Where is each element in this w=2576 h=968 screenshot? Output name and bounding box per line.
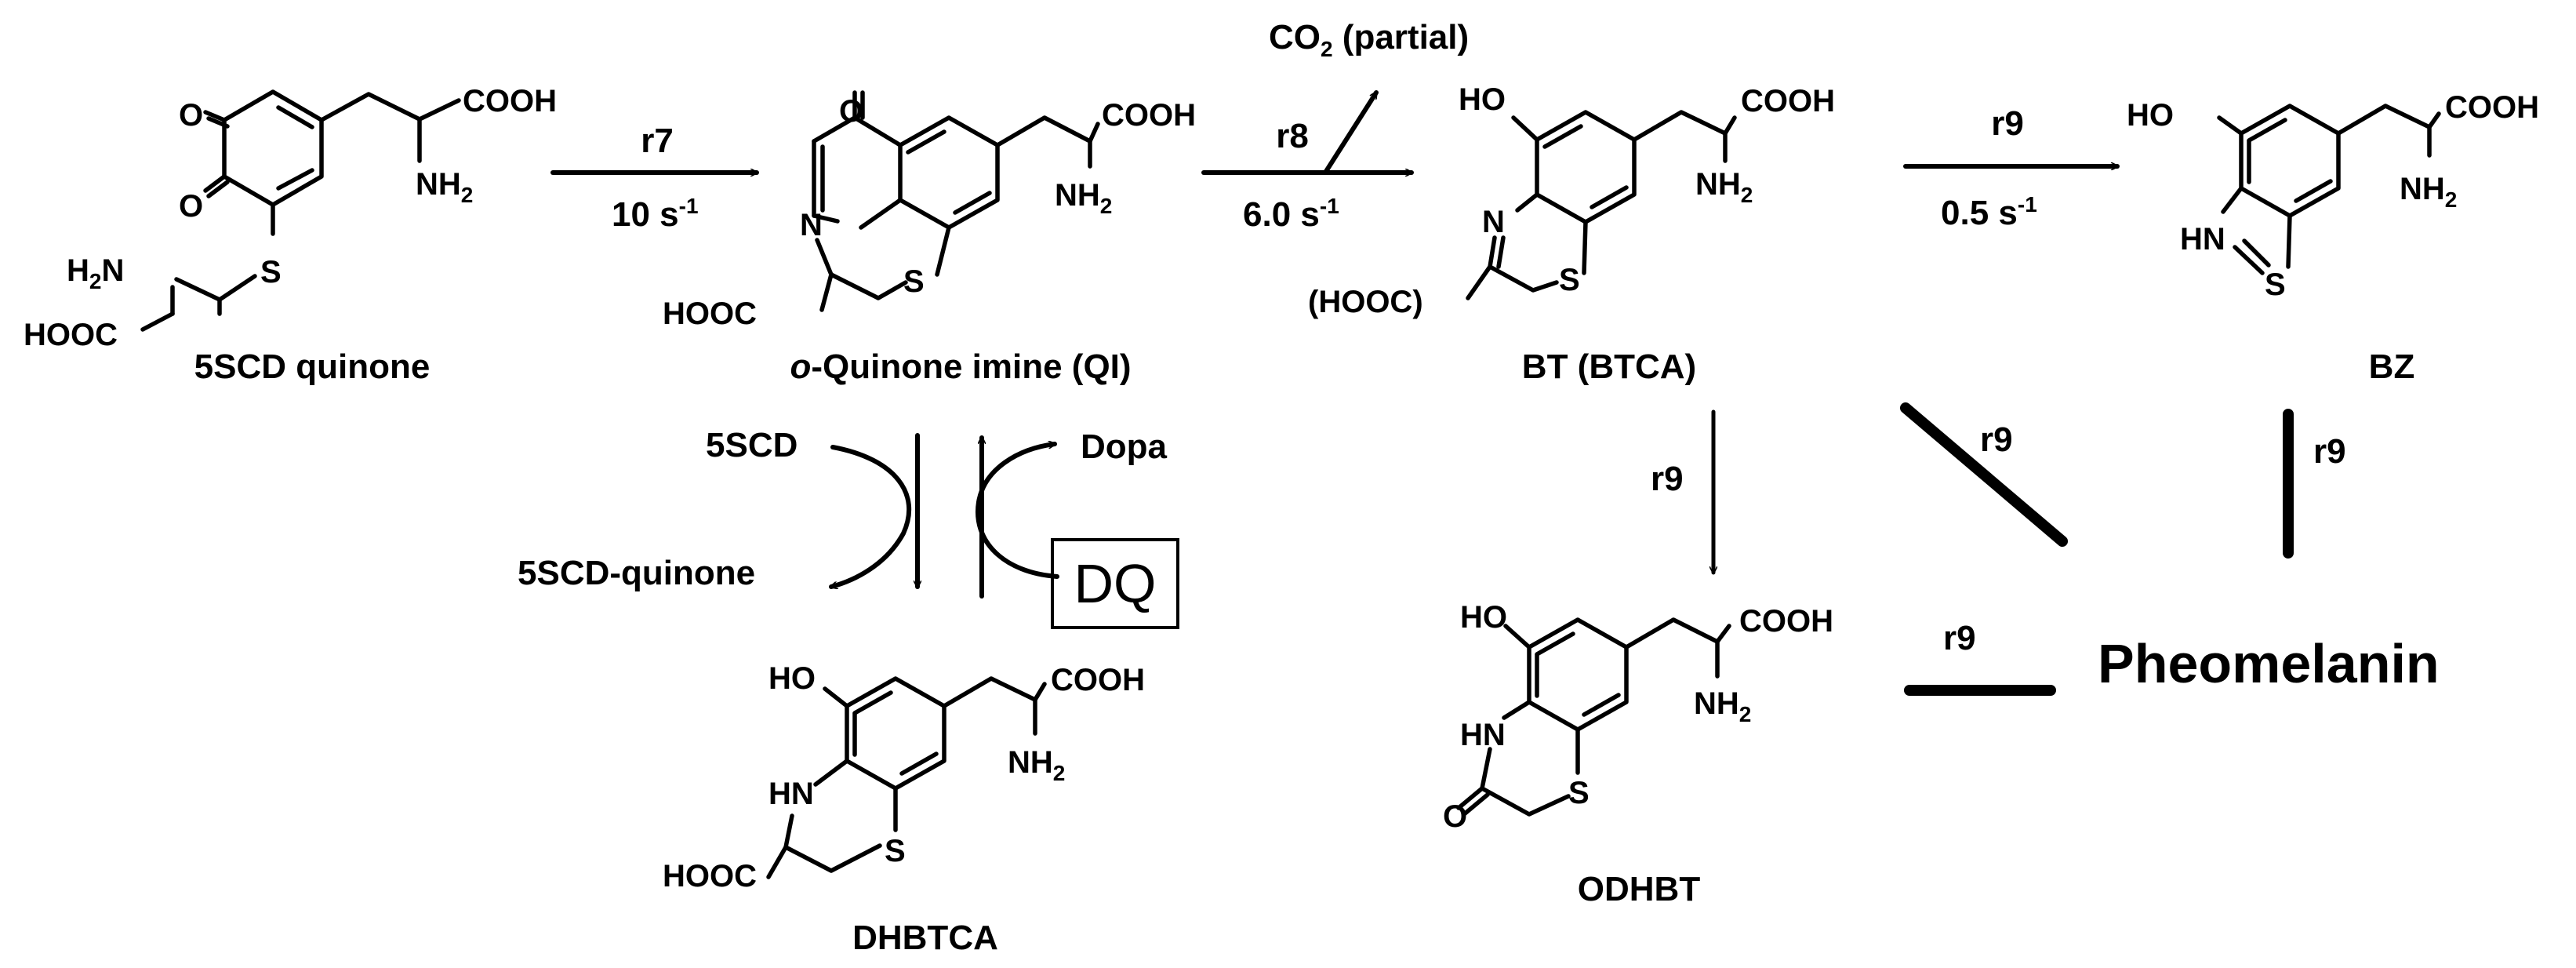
cooh-label: COOH (1051, 663, 1145, 697)
hydroxyl-label: HO (1459, 82, 1506, 117)
structure-bz: HO HN S COOH NH2 (2127, 90, 2539, 302)
arrow-bt-to-pheomelanin (1900, 402, 2068, 547)
cooh-label: COOH (1741, 84, 1835, 118)
label-bz: BZ (2369, 348, 2415, 386)
r9-label-bz-pheo: r9 (2313, 432, 2346, 471)
hooc-label: HOOC (663, 859, 757, 893)
hooc-label: HOOC (663, 297, 757, 331)
label-quinone-imine: o-Quinone imine (QI) (790, 348, 1131, 386)
r7-rate: 10 s-1 (612, 194, 699, 234)
oxygen-label: O (179, 189, 203, 224)
r8-rate: 6.0 s-1 (1243, 194, 1339, 234)
h2n-label: H2N (67, 253, 124, 293)
cooh-label: COOH (463, 84, 557, 118)
nitrogen-label: N (800, 208, 823, 242)
label-5scd-quinone: 5SCD quinone (194, 348, 431, 386)
arrow-dq-reduction (976, 444, 1059, 579)
hydroxyl-label: HO (768, 661, 816, 696)
label-dhbtca: DHBTCA (852, 919, 998, 957)
cooh-label: COOH (2445, 90, 2539, 125)
hydroxyl-label: HO (2127, 98, 2174, 133)
sulfur-label: S (885, 834, 906, 868)
r9-rate: 0.5 s-1 (1941, 192, 2037, 232)
nh-label: HN (768, 777, 814, 811)
structure-quinone-imine: O N S HOOC COOH NH2 (663, 90, 1196, 331)
nh2-label: NH2 (1695, 167, 1753, 207)
oxygen-label: O (1443, 799, 1467, 834)
label-dopa: Dopa (1081, 428, 1168, 466)
dq-box (1051, 538, 1179, 629)
nitrogen-label: N (1482, 205, 1505, 239)
arrow-5scd-oxidation (831, 445, 912, 587)
sulfur-label: S (2265, 267, 2286, 302)
oxygen-label: O (839, 94, 863, 129)
structure-bt-btca: HO N S (HOOC) COOH NH2 (1308, 82, 1835, 319)
r8-label: r8 (1276, 117, 1309, 155)
nh2-label: NH2 (1008, 745, 1065, 785)
arrow-co2-release (1323, 93, 1379, 175)
r7-label: r7 (641, 122, 674, 160)
cooh-label: COOH (1102, 98, 1196, 133)
r9-label-odhbt-pheo: r9 (1943, 619, 1976, 657)
nh2-label: NH2 (2400, 172, 2457, 212)
hooc-label: HOOC (24, 318, 118, 352)
structure-5scd-quinone: O O COOH NH2 S H2N HOOC (24, 84, 557, 352)
sulfur-label: S (1568, 776, 1590, 810)
r9-label: r9 (1991, 104, 2024, 143)
label-odhbt: ODHBT (1578, 870, 1701, 908)
r9-label-bt-pheo: r9 (1980, 420, 2013, 459)
oxygen-label: O (179, 98, 203, 133)
sulfur-label: S (903, 264, 925, 299)
nh2-label: NH2 (1694, 686, 1751, 726)
sulfur-label: S (1559, 263, 1580, 297)
label-bt-btca: BT (BTCA) (1522, 348, 1696, 386)
label-5scd-quinone-redox: 5SCD-quinone (518, 554, 755, 592)
structure-odhbt: HO HN O S COOH NH2 (1443, 600, 1833, 834)
dq-label: DQ (1074, 553, 1157, 614)
sulfur-label: S (260, 255, 282, 289)
label-5scd: 5SCD (706, 426, 798, 464)
nh2-label: NH2 (1055, 178, 1112, 218)
r9-label-odhbt: r9 (1651, 460, 1684, 498)
nh-label: HN (1460, 718, 1506, 752)
label-pheomelanin: Pheomelanin (2098, 633, 2440, 694)
hooc-label: (HOOC) (1308, 285, 1423, 319)
nh-label: HN (2180, 222, 2225, 257)
hydroxyl-label: HO (1460, 600, 1507, 635)
structure-dhbtca: HO HN S HOOC COOH NH2 (663, 661, 1145, 893)
nh2-label: NH2 (416, 167, 473, 207)
co2-label: CO2 (partial) (1269, 18, 1469, 61)
cooh-label: COOH (1739, 604, 1833, 639)
